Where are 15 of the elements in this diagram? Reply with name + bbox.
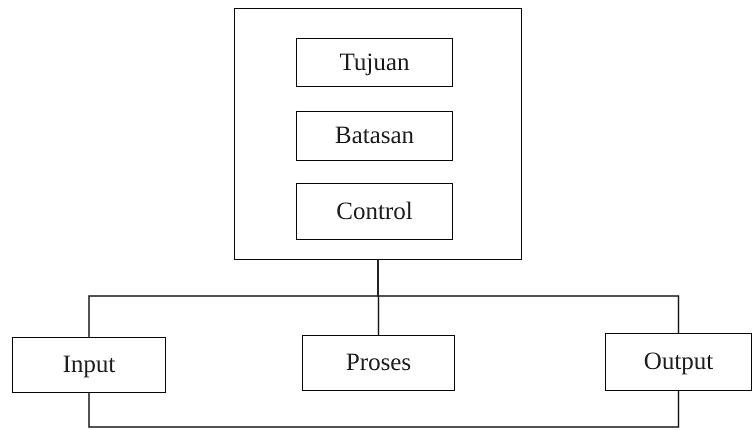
connector-line [377, 260, 680, 333]
container-box [234, 8, 522, 260]
component-box [296, 183, 453, 240]
box-label: Tujuan [340, 48, 410, 76]
process-box [12, 337, 166, 393]
process-box [605, 333, 752, 391]
box-label: Input [62, 351, 116, 379]
component-box [296, 111, 453, 161]
box-label: Output [644, 348, 714, 376]
box-label: Proses [346, 349, 412, 377]
component-box [296, 38, 453, 87]
box-label: Control [336, 198, 413, 226]
box-label: Batasan [334, 122, 414, 150]
process-box [302, 335, 455, 391]
connector-line [88, 391, 680, 428]
